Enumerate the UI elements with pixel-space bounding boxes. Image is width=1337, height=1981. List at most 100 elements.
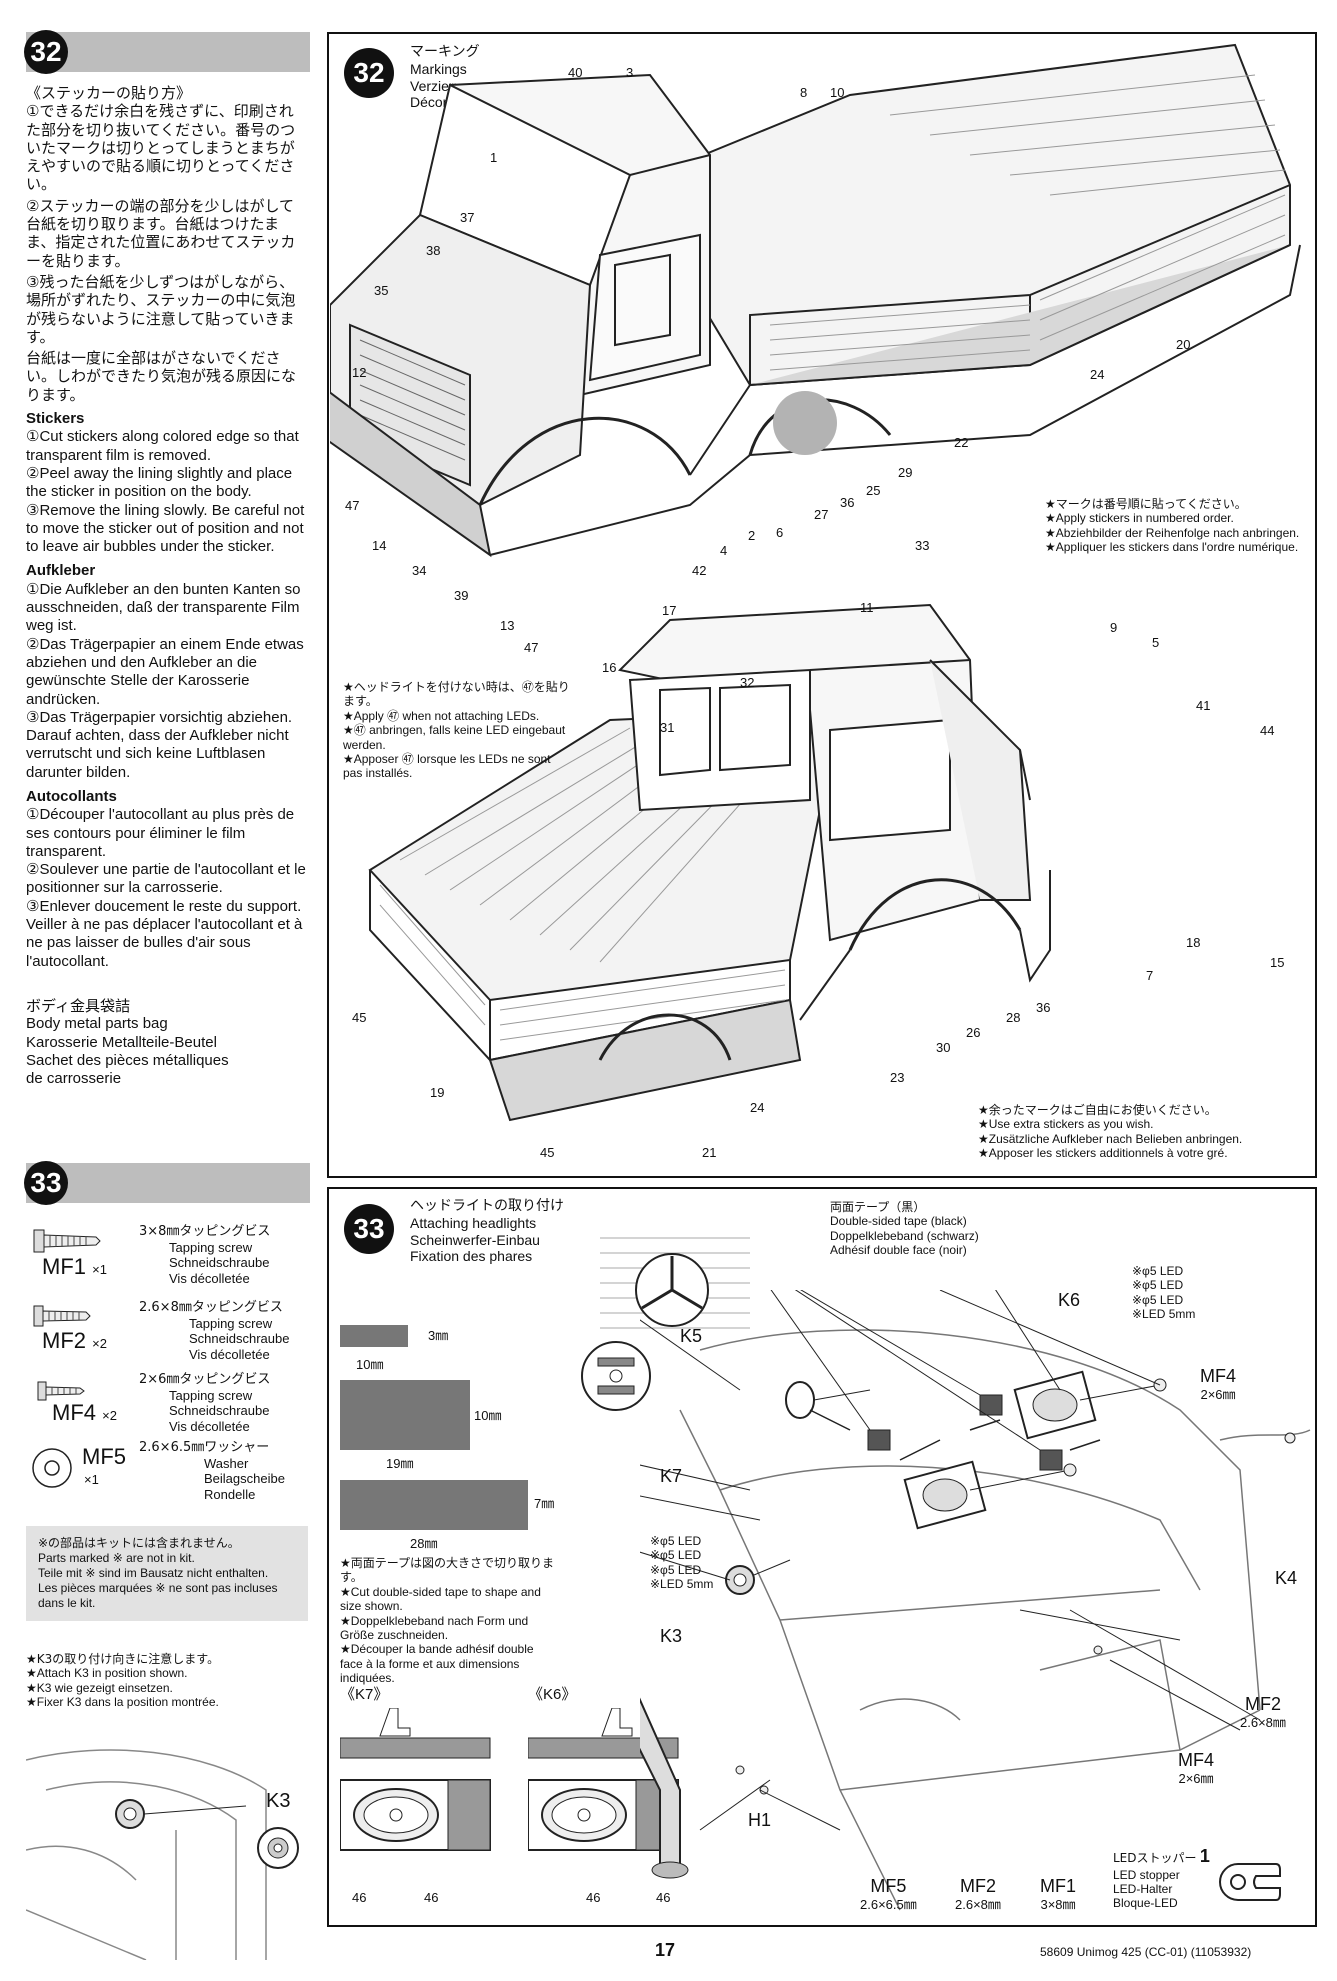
led-label-line: ※LED 5mm bbox=[650, 1577, 714, 1592]
autocollants-fr-3: ③Enlever doucement le reste du support. … bbox=[26, 897, 303, 970]
k7-headlight-drawing bbox=[340, 1708, 491, 1851]
led-label-line: ※φ5 LED bbox=[650, 1534, 702, 1548]
callout: 31 bbox=[660, 720, 675, 735]
callout: 11 bbox=[860, 600, 874, 615]
step33-panel-badge: 33 bbox=[344, 1204, 394, 1254]
callout: 1 bbox=[490, 150, 498, 165]
step33-headlights-panel bbox=[327, 1187, 1317, 1927]
led-label-line: ※φ5 LED bbox=[650, 1562, 702, 1577]
mf2-size: 2.6×8㎜ bbox=[955, 1897, 1001, 1912]
stickers-en-1: ①Cut stickers along colored edge so that… bbox=[26, 428, 299, 464]
part-code: MF4 bbox=[52, 1400, 96, 1425]
sticker-46: 46 bbox=[352, 1890, 367, 1905]
part-en: Tapping screw bbox=[169, 1387, 253, 1403]
callout: 34 bbox=[412, 563, 427, 578]
callout: 15 bbox=[1270, 955, 1285, 970]
part-qty: ×1 bbox=[84, 1472, 99, 1487]
callout: 20 bbox=[1176, 337, 1191, 352]
led-label-right: ※φ5 LED ※φ5 LED ※φ5 LED ※LED 5mm bbox=[1132, 1264, 1195, 1322]
page-number: 17 bbox=[655, 1940, 676, 1960]
truck-front-view-drawing bbox=[330, 43, 1301, 558]
callout: 41 bbox=[1196, 698, 1211, 713]
led-label-line: ※φ5 LED bbox=[650, 1548, 702, 1563]
part-fr: Vis décolletée bbox=[189, 1346, 270, 1362]
sticker-46: 46 bbox=[586, 1890, 601, 1905]
callout: 12 bbox=[352, 365, 367, 380]
part-fr: Rondelle bbox=[204, 1486, 256, 1502]
step32-sticker-instructions: 《ステッカーの貼り方》 ①できるだけ余白を残さずに、印刷された部分を切り抜いてく… bbox=[26, 84, 308, 1088]
callout: 17 bbox=[662, 603, 677, 618]
part-mf1: MF1 ×1 3×8㎜タッピングビス Tapping screw Schneid… bbox=[26, 1218, 326, 1288]
body-metal-parts-bag: ボディ金具袋詰 Body metal parts bag Karosserie … bbox=[26, 997, 308, 1088]
mf2-code: MF2 bbox=[1244, 1694, 1281, 1714]
callout: 29 bbox=[898, 465, 913, 480]
bag-label-fr-2: de carrosserie bbox=[26, 1070, 122, 1088]
cut-note-de: ★Doppelklebeband nach Form und Größe zus… bbox=[340, 1613, 529, 1642]
callout: 45 bbox=[540, 1145, 555, 1160]
sticker-jp-1: ①できるだけ余白を残さずに、印刷された部分を切り抜いてください。番号のついたマー… bbox=[26, 102, 296, 194]
led-stopper-qty: 1 bbox=[1199, 1846, 1210, 1866]
notinkit-jp: ※の部品はキットには含まれません。 bbox=[38, 1536, 240, 1550]
order-note-jp: ★マークは番号順に貼ってください。 bbox=[1045, 497, 1247, 511]
part-en: Washer bbox=[204, 1455, 249, 1471]
part-fr: Vis décolletée bbox=[169, 1270, 250, 1286]
k3-detail-drawing bbox=[26, 1749, 299, 1960]
part-code: MF1 bbox=[42, 1254, 86, 1279]
callout: 24 bbox=[1090, 367, 1105, 382]
cut-note-jp: ★両面テープは図の大きさで切り取ります。 bbox=[340, 1556, 555, 1585]
cut-note-fr: ★Découper la bande adhésif double face à… bbox=[340, 1642, 534, 1686]
callout: 2 bbox=[748, 528, 756, 543]
part-de: Schneidschraube bbox=[169, 1255, 270, 1271]
truck-rear-view-drawing bbox=[368, 603, 1051, 1122]
bag-label-de: Karosserie Metallteile-Beutel bbox=[26, 1033, 217, 1051]
callout: 47 bbox=[524, 640, 539, 655]
step32-markings-panel bbox=[327, 32, 1317, 1178]
bag-label-en: Body metal parts bag bbox=[26, 1015, 168, 1033]
callout: 19 bbox=[430, 1085, 445, 1100]
label-k6: K6 bbox=[1058, 1290, 1081, 1310]
part-jp: 2.6×8㎜タッピングビス bbox=[139, 1300, 283, 1315]
order-note-en: ★Apply stickers in numbered order. bbox=[1045, 511, 1234, 526]
footer-code: 58609 Unimog 425 (CC-01) (11053932) bbox=[1040, 1945, 1252, 1959]
headlights-title-de: Scheinwerfer-Einbau bbox=[410, 1231, 540, 1248]
callout: 5 bbox=[1152, 635, 1160, 650]
extra-note-de: ★Zusätzliche Aufkleber nach Belieben anb… bbox=[978, 1131, 1243, 1146]
mf5-code: MF5 bbox=[870, 1876, 907, 1896]
sticker-heading-jp: 《ステッカーの貼り方》 bbox=[26, 84, 192, 102]
label-mf2-right: MF2 2.6×8㎜ bbox=[1240, 1694, 1286, 1731]
not-in-kit-note: ※の部品はキットには含まれません。 Parts marked ※ are not… bbox=[26, 1526, 308, 1621]
sticker-jp-2: ②ステッカーの端の部分を少しはがして台紙を切り取ります。台紙はつけたまま、指定さ… bbox=[26, 196, 296, 270]
mf4-size: 2×6㎜ bbox=[1178, 1771, 1214, 1786]
callout: 16 bbox=[602, 660, 617, 675]
tape-cutout-small bbox=[340, 1325, 408, 1347]
callout: 23 bbox=[890, 1070, 905, 1085]
part-de: Schneidschraube bbox=[169, 1403, 270, 1419]
tape-label-jp: 両面テープ（黒） bbox=[830, 1200, 926, 1214]
label-mf4-top: MF4 2×6㎜ bbox=[1200, 1366, 1236, 1403]
led-label-line: ※φ5 LED bbox=[1132, 1264, 1184, 1278]
k6-heading: 《K6》 bbox=[528, 1686, 577, 1703]
mf5-size: 2.6×6.5㎜ bbox=[860, 1897, 917, 1912]
label-mf4-bottom: MF4 2×6㎜ bbox=[1178, 1750, 1214, 1787]
callout: 45 bbox=[352, 1010, 367, 1025]
order-note-de: ★Abziehbilder der Reihenfolge nach anbri… bbox=[1045, 525, 1300, 540]
bottom-callouts: 11 33 9 5 32 31 41 44 45 19 45 21 24 23 … bbox=[330, 538, 1315, 1160]
mf4-size: 2×6㎜ bbox=[1200, 1387, 1236, 1402]
autocollants-title: Autocollants bbox=[26, 787, 117, 805]
callout: 33 bbox=[915, 538, 930, 553]
sticker-46: 46 bbox=[656, 1890, 671, 1905]
part-de: Schneidschraube bbox=[189, 1331, 290, 1347]
part-qty: ×2 bbox=[102, 1408, 117, 1423]
sticker-46: 46 bbox=[424, 1890, 439, 1905]
part-mf2: MF2 ×2 2.6×8㎜タッピングビス Tapping screw Schne… bbox=[26, 1296, 326, 1366]
part-code: MF2 bbox=[42, 1328, 86, 1353]
cut-tape-note: ★両面テープは図の大きさで切り取ります。 ★Cut double-sided t… bbox=[340, 1556, 556, 1686]
callout: 4 bbox=[720, 543, 728, 558]
callout: 21 bbox=[702, 1145, 717, 1160]
step32-panel-badge: 32 bbox=[344, 48, 394, 98]
tape-h2: 10㎜ bbox=[474, 1408, 502, 1423]
stickers-en-2: ②Peel away the lining slightly and place… bbox=[26, 464, 293, 501]
callout: 44 bbox=[1260, 723, 1275, 738]
k3-orientation-note: ★K3の取り付け向きに注意します。 ★Attach K3 in position… bbox=[26, 1652, 316, 1710]
part-jp: 3×8㎜タッピングビス bbox=[139, 1224, 271, 1239]
